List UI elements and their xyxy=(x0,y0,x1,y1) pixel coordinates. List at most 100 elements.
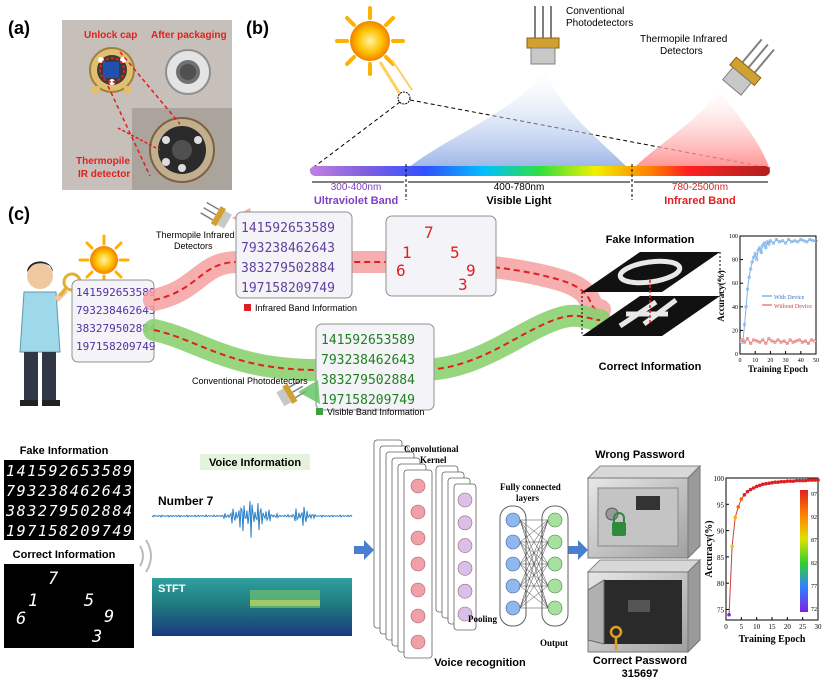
series-point-0 xyxy=(805,240,809,244)
series-point-1 xyxy=(755,339,759,343)
fc-node xyxy=(505,600,521,616)
conv-kernel-label-line1: Convolutional xyxy=(404,444,459,454)
x-tick-label: 0 xyxy=(724,623,728,631)
accuracy-point xyxy=(745,489,750,494)
x-tick-label: 30 xyxy=(783,358,789,364)
cnn-diagram xyxy=(373,439,569,659)
detector-label-line1: Thermopile xyxy=(76,156,130,167)
neuron-node xyxy=(457,515,473,531)
accuracy-point xyxy=(739,497,744,501)
accuracy-chart-xlabel: Training Epoch xyxy=(748,364,808,374)
y-tick-label: 100 xyxy=(714,475,725,483)
series-point-0 xyxy=(808,237,812,242)
accuracy-point xyxy=(788,479,793,483)
series-point-0 xyxy=(799,237,803,242)
series-point-0 xyxy=(745,287,750,291)
ir-band-info-label: Infrared Band Information xyxy=(255,303,357,313)
series-point-1 xyxy=(809,338,814,342)
voice-recognition-label: Voice recognition xyxy=(434,657,526,669)
bottom-correct-info-label: Correct Information xyxy=(13,549,116,561)
infrared-beam xyxy=(632,90,770,170)
spectrum-bar xyxy=(310,166,770,176)
series-point-1 xyxy=(767,337,771,341)
accuracy-point xyxy=(733,515,737,520)
accuracy-point xyxy=(776,480,780,485)
fc-connection xyxy=(519,519,549,543)
panel-a-label: (a) xyxy=(8,18,30,38)
unlock-cap-label: Unlock cap xyxy=(84,30,137,41)
panel-c: (c) 141592653589 xyxy=(8,201,721,417)
output-node xyxy=(547,556,563,572)
password-chart-ylabel: Accuracy(%) xyxy=(704,520,715,577)
correct-mnist-digit: 9 xyxy=(104,607,114,627)
password-chart-points xyxy=(727,478,820,617)
x-tick-label: 5 xyxy=(740,623,744,631)
accuracy-point xyxy=(794,478,799,483)
source-digit-row: 793238462643 xyxy=(76,304,155,317)
series-point-1 xyxy=(785,341,789,346)
detector-pointer xyxy=(117,127,161,151)
accuracy-point xyxy=(813,478,817,482)
output-node xyxy=(547,512,563,528)
series-point-0 xyxy=(774,237,779,242)
accuracy-point xyxy=(742,493,747,497)
accuracy-chart-series xyxy=(739,237,818,346)
fc-layer-frame xyxy=(499,505,527,627)
vis-digit-row: 793238462643 xyxy=(321,353,415,368)
fake-mnist-row: 141592653589 xyxy=(6,462,132,480)
arrow-icon xyxy=(354,540,374,560)
fake-mnist-row: 793238462643 xyxy=(6,482,132,500)
series-point-1 xyxy=(745,337,750,341)
sound-wave-icon xyxy=(139,545,144,567)
accuracy-point xyxy=(764,481,768,486)
number-label: Number 7 xyxy=(158,494,214,508)
accuracy-point xyxy=(730,544,734,549)
accuracy-point xyxy=(767,481,771,486)
source-digit-row: 197158209749 xyxy=(76,340,155,353)
series-point-1 xyxy=(776,338,780,342)
vis-digit-rows: 141592653589 793238462643 383279502884 1… xyxy=(321,333,415,408)
y-tick-label: 90 xyxy=(717,528,725,536)
fc-connection xyxy=(519,563,549,609)
output-layer-frame xyxy=(541,505,569,627)
series-point-0 xyxy=(750,260,754,264)
zoom-circle xyxy=(397,91,411,105)
output-node xyxy=(547,600,563,616)
accuracy-point xyxy=(773,480,777,485)
series-point-1 xyxy=(797,338,801,342)
series-point-0 xyxy=(786,237,791,242)
correct-mnist-digit: 7 xyxy=(48,569,59,589)
series-point-1 xyxy=(761,338,765,342)
person-with-magnifier-icon xyxy=(19,261,82,406)
visible-beam-small xyxy=(298,380,320,404)
fake-info-label: Fake Information xyxy=(606,234,695,246)
series-point-1 xyxy=(748,341,753,346)
x-tick-label: 15 xyxy=(769,623,777,631)
source-digit-row: 141592653589 xyxy=(76,286,155,299)
conv-kernel-label-line2: Kernel xyxy=(420,455,447,465)
series-point-0 xyxy=(747,275,751,279)
correct-mnist-digit: 3 xyxy=(91,627,102,647)
fc-connection xyxy=(519,519,549,587)
neuron-node xyxy=(410,582,426,598)
correct-mnist-digits: 7 1 5 6 9 3 xyxy=(16,569,114,647)
correct-mnist-digit: 1 xyxy=(28,591,38,611)
fc-node xyxy=(505,556,521,572)
neuron-node xyxy=(457,538,473,553)
fc-node xyxy=(505,534,521,550)
series-point-0 xyxy=(793,239,797,243)
ir-band-label: Infrared Band xyxy=(664,195,736,207)
stft-band xyxy=(250,600,320,606)
series-point-0 xyxy=(790,240,794,244)
series-point-0 xyxy=(811,239,815,243)
y-tick-label: 40 xyxy=(732,305,738,311)
colorbar-tick-label: 77 xyxy=(811,584,817,590)
legend-with-device: With Device xyxy=(774,295,805,301)
fc-node xyxy=(505,512,521,528)
accuracy-point xyxy=(761,482,765,487)
accuracy-point xyxy=(797,478,802,483)
